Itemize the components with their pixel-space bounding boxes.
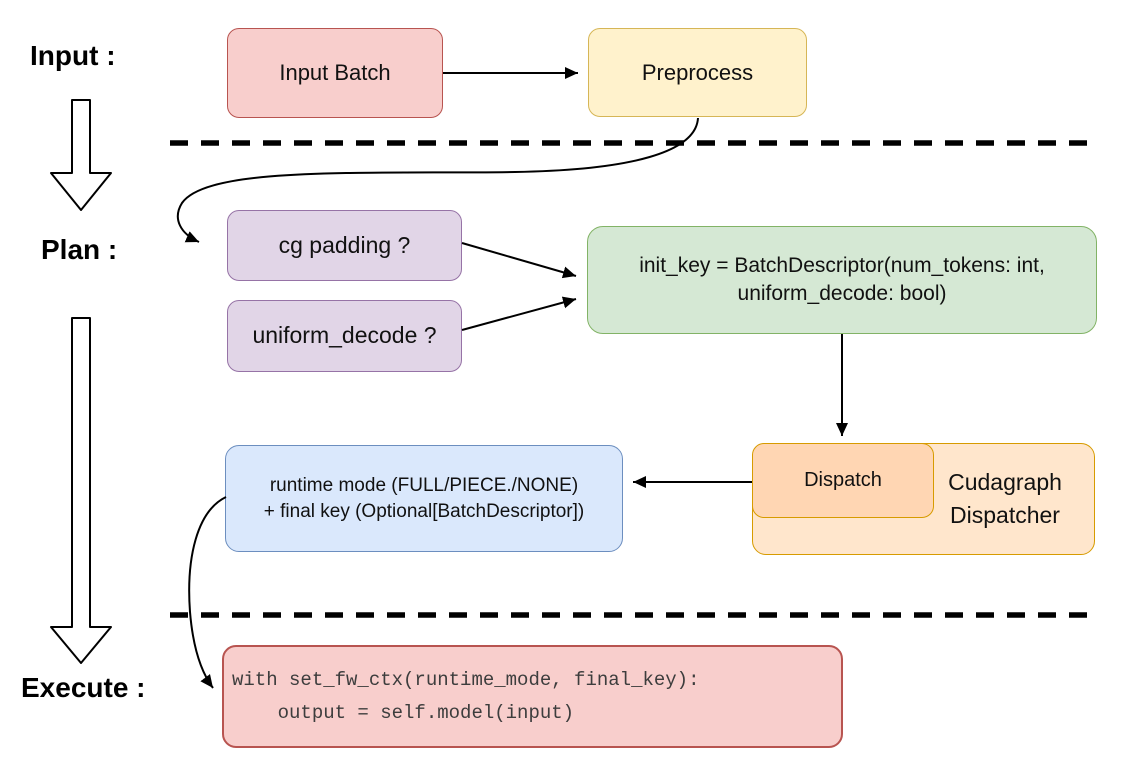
stage-label-plan: Plan : [41,234,118,265]
execute-code-node: with set_fw_ctx(runtime_mode, final_key)… [222,645,843,748]
cg-padding-node: cg padding ? [227,210,462,281]
dispatch-node: Dispatch [752,443,934,518]
cudagraph-dispatcher-label: Cudagraph Dispatcher [948,468,1062,528]
runtime-mode-node: runtime mode (FULL/PIECE./NONE) + final … [225,445,623,552]
plan-stage-arrow [50,317,112,664]
stage-label-input: Input : [30,40,116,71]
dispatch-label: Dispatch [804,469,882,491]
input-batch-label: Input Batch [279,60,391,86]
init-key-line2: uniform_decode: bool) [737,282,947,305]
uniform-decode-label: uniform_decode ? [252,322,437,349]
runtime-mode-line2: + final key (Optional[BatchDescriptor]) [263,500,585,522]
execute-code-line1: with set_fw_ctx(runtime_mode, final_key)… [232,668,700,691]
input-stage-arrow [50,99,112,211]
init-key-node: init_key = BatchDescriptor(num_tokens: i… [587,226,1097,334]
preprocess-node: Preprocess [588,28,807,117]
input-batch-node: Input Batch [227,28,443,118]
uniform-decode-node: uniform_decode ? [227,300,462,372]
init-key-line1: init_key = BatchDescriptor(num_tokens: i… [639,253,1045,277]
arrow-uniform-decode-to-init-key [461,296,577,331]
arrow-cg-padding-to-init-key [461,242,577,279]
execute-code-line2: output = self.model(input) [232,701,575,724]
runtime-mode-line1: runtime mode (FULL/PIECE./NONE) [269,474,579,496]
stage-label-execute: Execute : [21,672,146,703]
preprocess-label: Preprocess [641,59,754,85]
arrow-runtime-mode-to-execute-code [188,496,227,689]
cg-padding-label: cg padding ? [278,231,411,258]
